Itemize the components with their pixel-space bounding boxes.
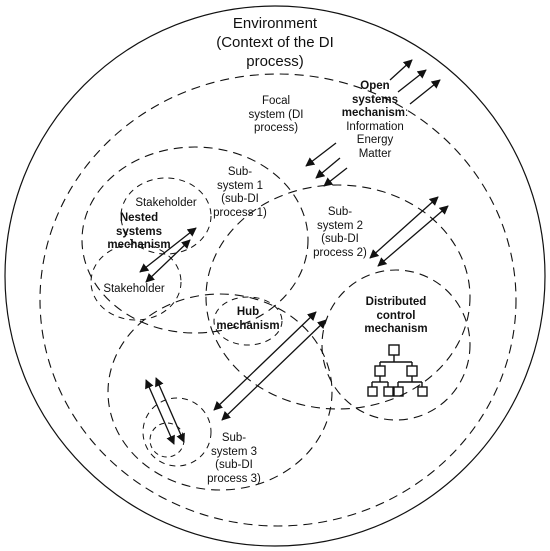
subsystem-3-line-3: (sub-DI (215, 459, 253, 471)
subsystem-2-line-3: (sub-DI (321, 233, 359, 245)
environment-circle (4, 5, 546, 547)
subsystem-3-label: Sub- system 3 (sub-DI process 3) (198, 432, 270, 486)
open-systems-heading-3: mechanism (341, 107, 406, 119)
subsystem-2-line-2: system 2 (316, 219, 363, 232)
focal-system-boundary (39, 73, 517, 527)
subsystem-2-boundary (205, 184, 471, 410)
open-systems-item-matter: Matter (358, 147, 392, 160)
subsystem-2-line-4: process 2) (313, 246, 367, 259)
distributed-control-label: Distributed control mechanism (355, 296, 437, 337)
subsystem-2-label: Sub- system 2 (sub-DI process 2) (304, 206, 376, 260)
subsystem-3-line-1: Sub- (221, 432, 247, 444)
nested-systems-heading-1: Nested (119, 212, 159, 224)
subsystem-1-boundary (81, 146, 309, 334)
subsystem-1-label: Sub- system 1 (sub-DI process 1) (204, 166, 276, 220)
open-systems-heading-1: Open (360, 80, 390, 92)
distributed-control-heading-2: control (376, 309, 416, 322)
open-systems-arrow-in-1 (305, 142, 337, 167)
hub-heading-2: mechanism (216, 319, 280, 332)
environment-title-line-3: process) (246, 53, 304, 70)
hub-arrow-2 (221, 319, 327, 421)
subsystem-3-line-4: process 3) (207, 472, 261, 485)
open-systems-arrow-out-1 (389, 59, 413, 81)
environment-title-line-1: Environment (232, 15, 318, 32)
stakeholder-top-boundary (120, 177, 212, 255)
hierarchy-org-chart-icon (367, 344, 428, 397)
focal-system-line-3: process) (253, 122, 299, 134)
subsystem2-env-arrow-2 (377, 205, 449, 267)
nested-systems-label: Nested systems mechanism (104, 212, 174, 253)
subsystem-1-line-2: system 1 (216, 179, 263, 192)
stakeholder-top-label: Stakeholder (135, 197, 197, 209)
open-systems-arrow-out-3 (409, 79, 441, 105)
nested-systems-heading-3: mechanism (107, 239, 171, 251)
open-systems-arrow-in-3 (323, 167, 348, 187)
environment-title: Environment (Context of the DI process) (200, 14, 350, 71)
focal-system-line-1: Focal (261, 95, 291, 107)
open-systems-arrow-in-2 (315, 157, 341, 179)
open-systems-colon: : (405, 107, 409, 119)
subsystem2-env-arrow-1 (369, 196, 439, 259)
nested-arrow-2 (145, 239, 191, 283)
subsystem-1-line-1: Sub- (227, 166, 253, 178)
open-systems-item-information: Information (346, 120, 404, 133)
focal-system-label: Focal system (DI process) (240, 95, 312, 136)
open-systems-arrow-out-2 (397, 69, 427, 93)
subsystem-2-line-1: Sub- (327, 206, 353, 218)
subsystem-3-boundary (107, 293, 333, 491)
hub-heading-1: Hub (236, 306, 260, 318)
open-systems-item-energy: Energy (356, 134, 394, 146)
subsystem-1-line-4: process 1) (213, 206, 267, 219)
open-systems-label: Open systems mechanism: Information Ener… (330, 80, 420, 161)
focal-system-line-2: system (DI (248, 108, 304, 121)
subsystem3-nested-arrow-2 (155, 377, 185, 443)
subsystem3-nested-arrow-1 (145, 379, 175, 445)
stakeholder-bottom-label: Stakeholder (103, 283, 165, 295)
environment-title-line-2: (Context of the DI (216, 34, 334, 51)
nested-systems-heading-2: systems (115, 225, 163, 238)
distributed-control-heading-3: mechanism (364, 323, 428, 335)
subsystem-1-line-3: (sub-DI (221, 193, 259, 205)
distributed-control-heading-1: Distributed (365, 296, 427, 308)
subsystem-3-line-2: system 3 (210, 445, 257, 458)
stakeholder-bottom-boundary (90, 243, 182, 321)
open-systems-heading-2: systems (351, 93, 399, 106)
hub-label: Hub mechanism (210, 306, 286, 333)
